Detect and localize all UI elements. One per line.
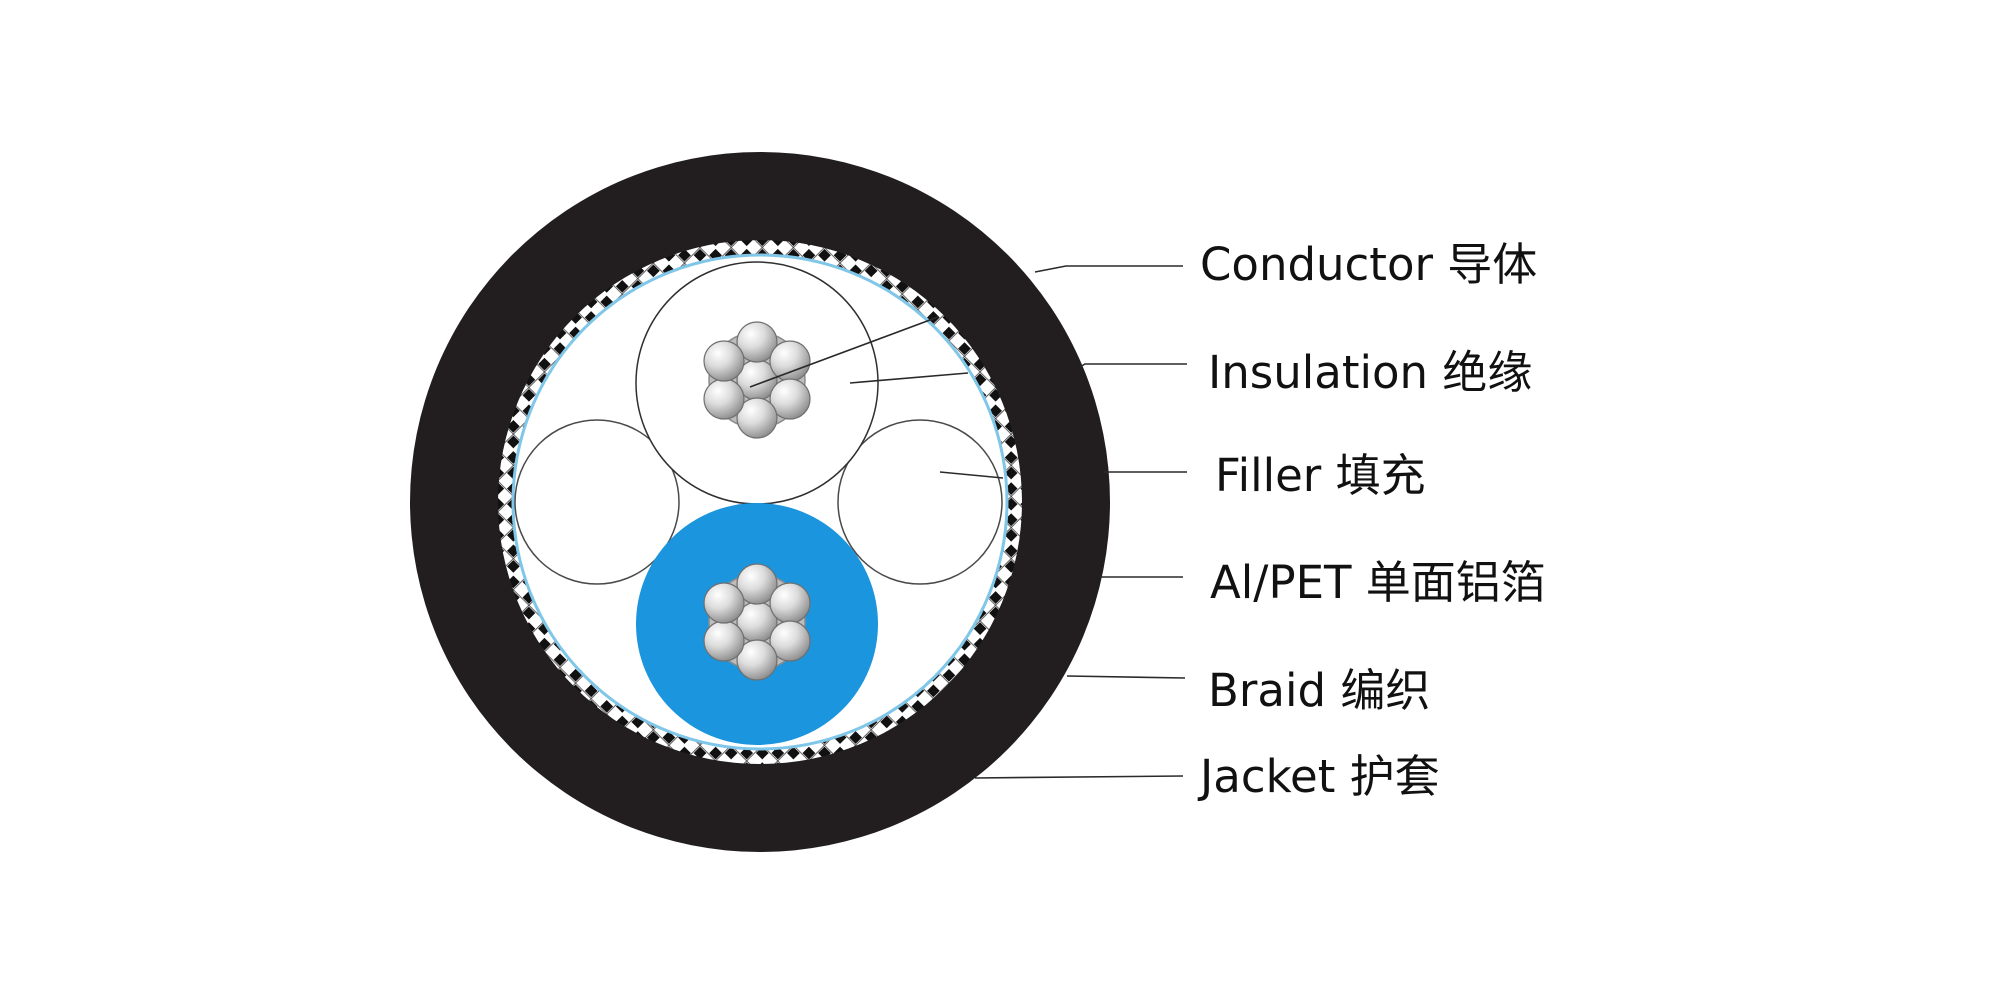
leader-braid [1066,675,1186,679]
label-filler: Filler 填充 [1215,449,1426,502]
label-braid: Braid 编织 [1208,664,1430,717]
label-conductor: Conductor 导体 [1200,238,1537,291]
leader-insulation-inner [849,372,969,384]
label-insulation: Insulation 绝缘 [1208,346,1532,399]
callout-labels: Conductor 导体 Insulation 绝缘 Filler 填充 Al/… [1197,238,1546,803]
leader-conductor-inner [749,316,939,388]
label-jacket: Jacket 护套 [1197,750,1440,803]
leader-lines [749,265,1187,779]
filler-left [514,419,680,585]
leader-conductor [1034,265,1183,273]
label-shield: Al/PET 单面铝箔 [1210,556,1546,609]
leader-filler-inner [939,471,1004,479]
leader-insulation [1079,363,1187,368]
cable-cross-section [410,152,1110,852]
leader-jacket [974,775,1184,779]
filler-right [837,419,1003,585]
